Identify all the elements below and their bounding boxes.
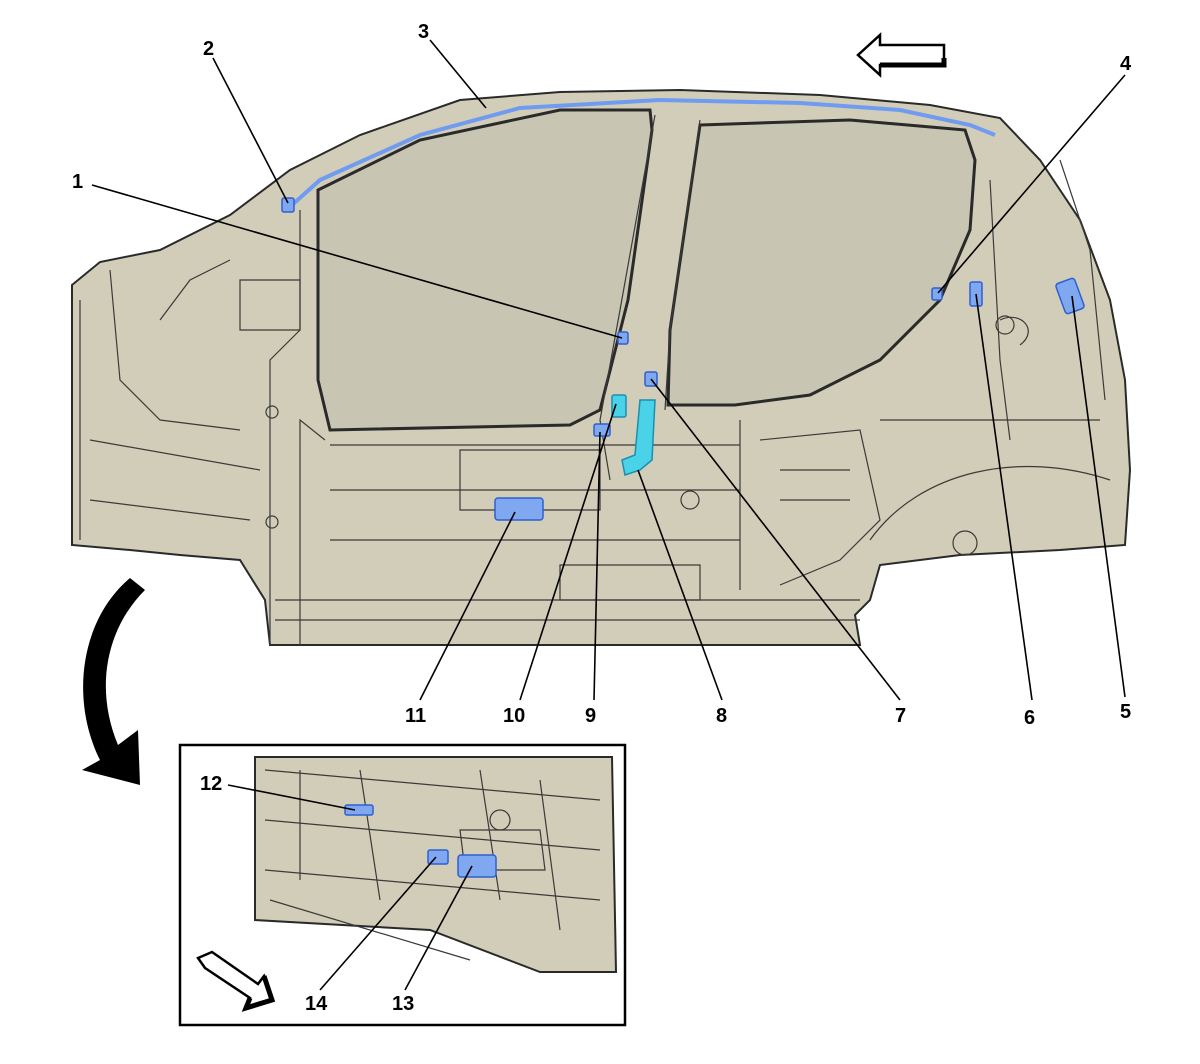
left-arrow-icon xyxy=(856,32,947,78)
callout-11: 11 xyxy=(405,705,426,727)
component-2 xyxy=(281,197,295,213)
component-13 xyxy=(457,854,497,878)
component-8-bracket xyxy=(611,394,627,418)
structural-detail-lines xyxy=(79,114,1111,645)
rear-door-window xyxy=(666,118,977,407)
callout-2: 2 xyxy=(203,38,214,60)
vehicle-side-body xyxy=(71,88,1132,646)
callout-14: 14 xyxy=(305,993,328,1015)
callout-13: 13 xyxy=(392,993,414,1015)
leader-lines xyxy=(91,39,1126,991)
callout-1: 1 xyxy=(72,171,83,193)
curved-arrow-icon xyxy=(82,578,145,785)
component-8-module xyxy=(621,399,656,476)
callout-3: 3 xyxy=(418,21,429,43)
callout-9: 9 xyxy=(585,705,596,727)
component-11 xyxy=(494,497,544,521)
inset-detail-lines xyxy=(264,769,601,961)
callout-10: 10 xyxy=(503,705,525,727)
callout-7: 7 xyxy=(895,705,906,727)
component-5 xyxy=(1055,277,1085,315)
front-door-window xyxy=(316,108,654,432)
roof-rail-airbag xyxy=(290,97,996,207)
highlighted-components xyxy=(281,97,1085,521)
diagonal-arrow-icon xyxy=(196,950,276,1012)
component-1 xyxy=(617,331,629,345)
callout-12: 12 xyxy=(200,773,222,795)
component-12 xyxy=(344,804,374,816)
callout-labels: 1 2 3 4 5 6 7 8 9 10 11 12 13 14 xyxy=(72,21,1132,1015)
callout-4: 4 xyxy=(1120,53,1132,75)
callout-8: 8 xyxy=(716,705,727,727)
callout-6: 6 xyxy=(1024,707,1035,729)
inset-detail xyxy=(178,743,627,1027)
callout-5: 5 xyxy=(1120,701,1131,723)
